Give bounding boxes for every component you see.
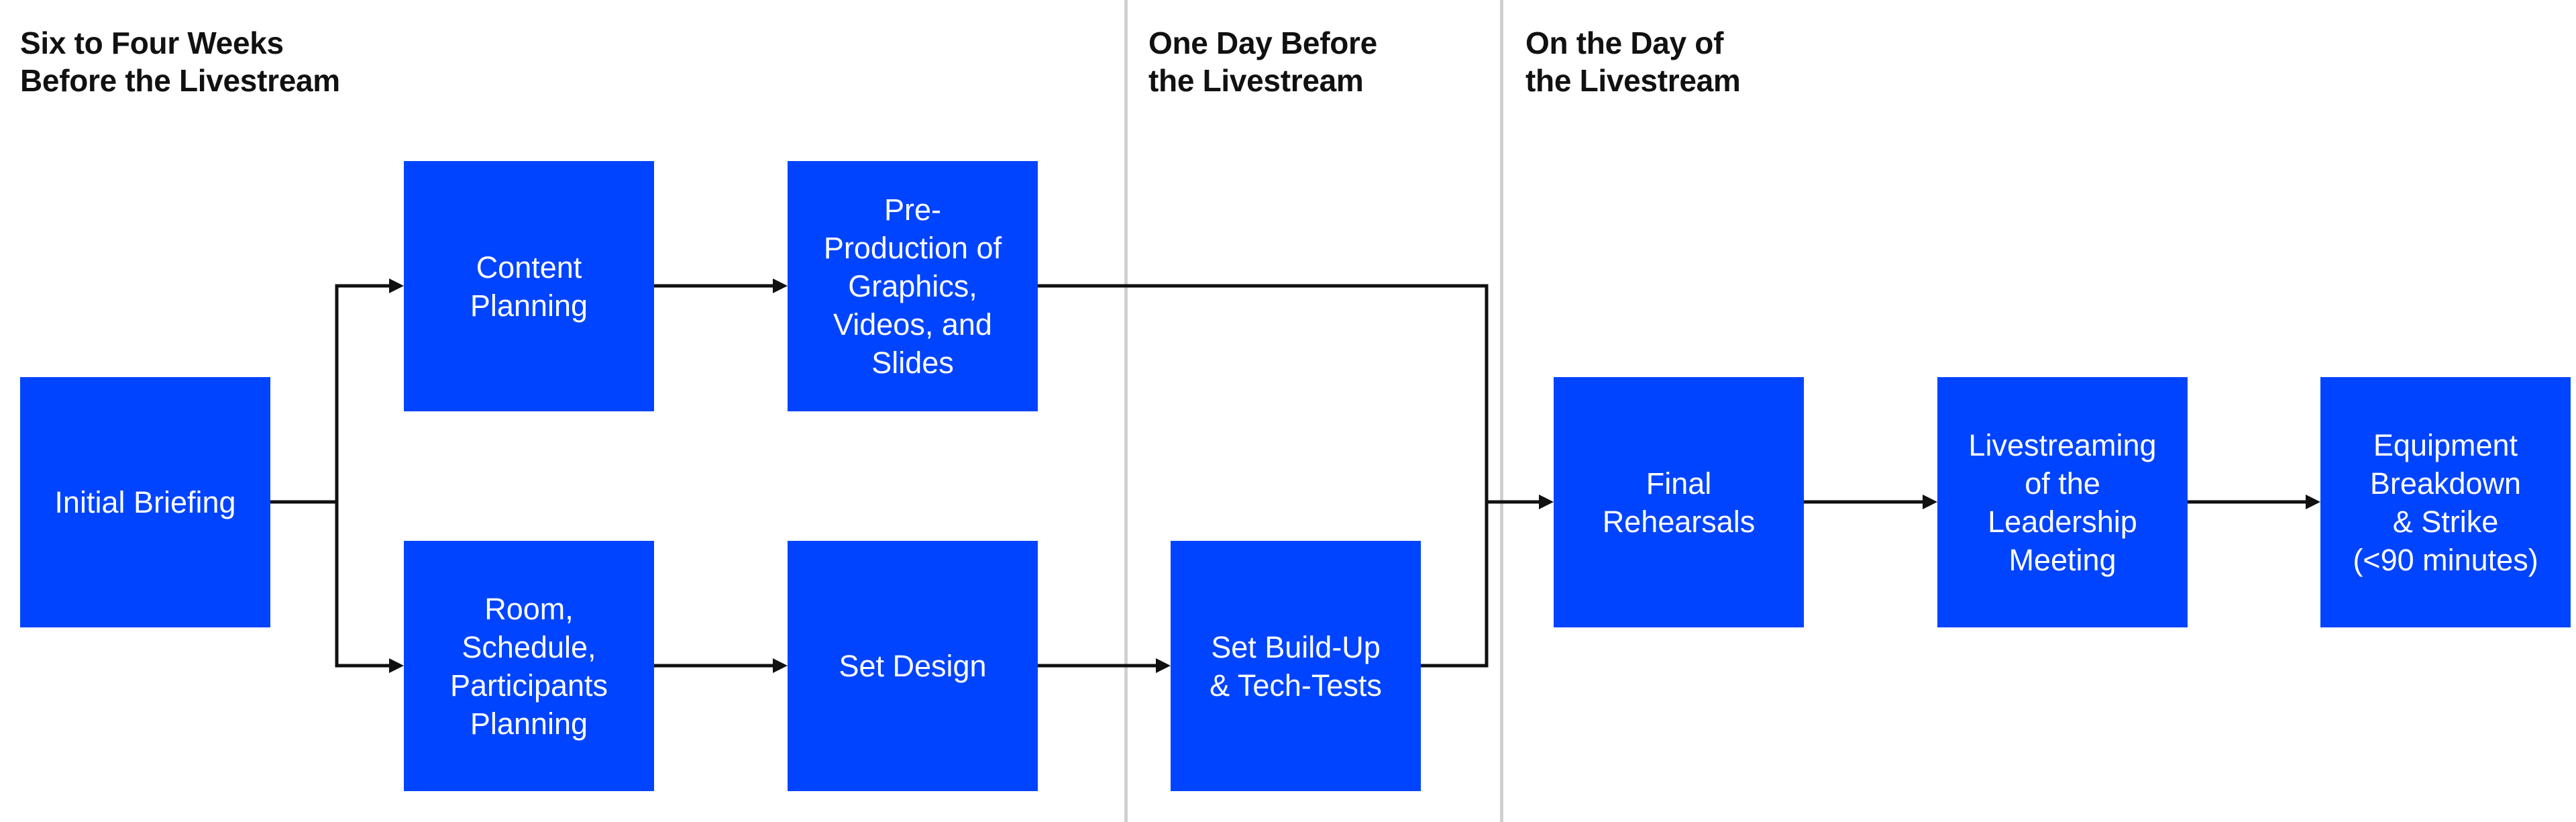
- step-label: Equipment Breakdown & Strike (<90 minute…: [2353, 427, 2538, 577]
- phase-header-six-to-four-weeks: Six to Four Weeks Before the Livestream: [20, 25, 340, 98]
- step-content-planning: Content Planning: [404, 161, 654, 411]
- arrow-preproduction-to-rehearsals: [1038, 284, 1539, 504]
- phase-header-one-day-before: One Day Before the Livestream: [1148, 25, 1377, 98]
- arrow-buildup-to-rehearsals: [1421, 502, 1489, 668]
- arrowhead-preproduction: [773, 278, 788, 293]
- phase-header-day-of: On the Day of the Livestream: [1525, 25, 1741, 98]
- arrowhead-livestreaming: [1923, 495, 1937, 509]
- step-final-rehearsals: Final Rehearsals: [1554, 377, 1804, 627]
- step-set-design: Set Design: [788, 541, 1038, 791]
- step-label: Initial Briefing: [54, 485, 236, 519]
- arrowhead-room-schedule: [389, 658, 404, 673]
- step-label: Set Design: [839, 649, 987, 683]
- arrowhead-set-design: [773, 658, 788, 673]
- step-livestreaming: Livestreaming of the Leadership Meeting: [1937, 377, 2188, 627]
- arrowhead-equipment-breakdown: [2306, 495, 2320, 509]
- step-room-schedule-participants: Room, Schedule, Participants Planning: [404, 541, 654, 791]
- phase-divider-1: [1124, 0, 1128, 822]
- step-label: Livestreaming of the Leadership Meeting: [1968, 427, 2157, 577]
- step-preproduction: Pre- Production of Graphics, Videos, and…: [788, 161, 1038, 411]
- step-initial-briefing: Initial Briefing: [20, 377, 270, 627]
- step-label: Final Rehearsals: [1602, 466, 1756, 539]
- phase-divider-2: [1500, 0, 1503, 822]
- step-label: Set Build-Up & Tech-Tests: [1210, 629, 1382, 703]
- step-set-buildup-tech-tests: Set Build-Up & Tech-Tests: [1171, 541, 1421, 791]
- step-label: Room, Schedule, Participants Planning: [449, 591, 608, 741]
- step-label: Content Planning: [470, 250, 588, 323]
- arrow-briefing-to-room-schedule: [335, 502, 389, 668]
- arrowhead-final-rehearsals: [1539, 495, 1554, 509]
- step-label: Pre- Production of Graphics, Videos, and…: [823, 193, 1002, 380]
- step-equipment-breakdown: Equipment Breakdown & Strike (<90 minute…: [2320, 377, 2571, 627]
- arrowhead-content-planning: [389, 278, 404, 293]
- arrowhead-set-buildup: [1156, 658, 1171, 673]
- arrow-briefing-to-content-planning: [270, 284, 389, 504]
